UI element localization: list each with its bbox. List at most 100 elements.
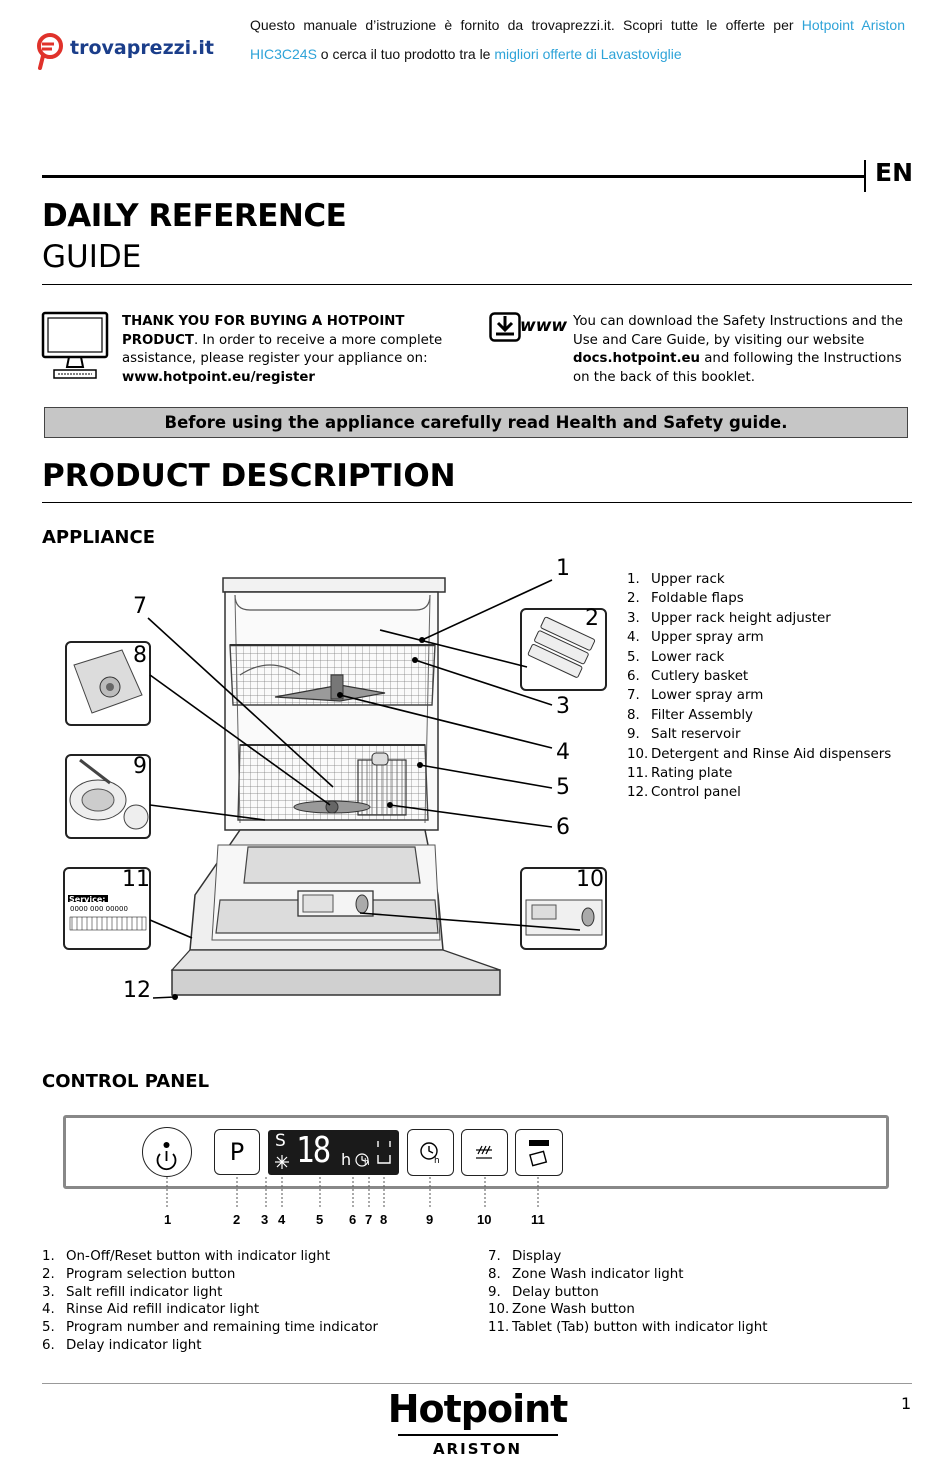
list-item: 5.Program number and remaining time indi… (42, 1320, 379, 1336)
control-panel-list-left: 1.On-Off/Reset button with indicator lig… (42, 1248, 462, 1355)
page-title: DAILY REFERENCE (42, 198, 347, 234)
zone-wash-button[interactable] (461, 1129, 508, 1176)
page-subtitle: GUIDE (42, 239, 142, 275)
language-label: EN (875, 158, 914, 187)
thank-you-bold: THANK YOU FOR BUYING A HOTPOINT PRODUCT (122, 314, 405, 348)
list-item: 6.Cutlery basket (627, 669, 749, 685)
brand-link[interactable]: Hotpoint Ariston (801, 17, 905, 33)
list-item: 11.Rating plate (627, 766, 733, 782)
zone-wash-icon (476, 1145, 492, 1159)
control-display: S 18 h h (268, 1130, 399, 1175)
hotpoint-logo-text: Hotpoint (387, 1387, 569, 1431)
register-link[interactable]: www.hotpoint.eu/register (122, 369, 315, 385)
callout-7: 7 (133, 594, 147, 619)
rinse-aid-indicator-icon (275, 1155, 289, 1169)
on-off-button[interactable] (142, 1127, 192, 1177)
cp-number-1: 1 (164, 1212, 172, 1227)
control-panel-list-right: 7.Display 8.Zone Wash indicator light 9.… (488, 1248, 908, 1337)
download-text: You can download the Safety Instructions… (573, 313, 913, 387)
tablet-indicator-light (529, 1140, 549, 1146)
barcode (69, 916, 147, 931)
dishwasher-diagram (63, 577, 607, 1000)
zone-wash-indicator-icon (377, 1141, 391, 1164)
tablet-button[interactable] (515, 1129, 563, 1176)
cp-number-10: 10 (477, 1212, 492, 1227)
list-item: 9.Salt reservoir (627, 727, 741, 743)
delay-unit: h (364, 1158, 370, 1168)
program-glyph: P (229, 1138, 245, 1166)
callout-5: 5 (556, 775, 570, 800)
page-number: 1 (901, 1394, 912, 1413)
monitor-icon (41, 311, 109, 379)
delay-icon: h (420, 1142, 440, 1166)
title-divider (42, 284, 912, 285)
list-item: 7.Lower spray arm (627, 688, 764, 704)
time-unit: h (341, 1150, 352, 1169)
trovaprezzi-pin-icon (37, 33, 63, 70)
list-item: 10.Detergent and Rinse Aid dispensers (627, 746, 892, 762)
program-time-digits: 18 (296, 1130, 331, 1171)
list-item: 1.Upper rack (627, 572, 725, 587)
list-item: 2.Foldable flaps (627, 591, 744, 607)
list-item: 9.Delay button (488, 1284, 599, 1300)
cp-number-11: 11 (531, 1212, 545, 1227)
cp-number-9: 9 (426, 1212, 434, 1227)
offers-link[interactable]: migliori offerte di Lavastoviglie (494, 46, 682, 62)
rating-plate-number: 0000 000 00000 (70, 905, 128, 913)
appliance-top (222, 577, 446, 593)
header-rule (42, 175, 865, 178)
list-item: 10.Zone Wash button (488, 1302, 635, 1318)
safety-notice: Before using the appliance carefully rea… (44, 407, 908, 438)
cp-number-5: 5 (316, 1212, 324, 1227)
callout-6: 6 (556, 815, 570, 840)
callout-2: 2 (585, 606, 599, 631)
model-link[interactable]: HIC3C24S (250, 46, 317, 62)
docs-link[interactable]: docs.hotpoint.eu (573, 351, 701, 366)
list-item: 3.Upper rack height adjuster (627, 610, 831, 626)
list-item: 8.Zone Wash indicator light (488, 1266, 684, 1282)
header-rule-tick (864, 160, 866, 192)
power-icon (156, 1142, 177, 1171)
delay-button[interactable]: h (407, 1129, 454, 1176)
list-item: 2.Program selection button (42, 1266, 236, 1282)
upper-spray-arm (274, 684, 386, 702)
list-item: 3.Salt refill indicator light (42, 1284, 223, 1300)
list-item: 1.On-Off/Reset button with indicator lig… (42, 1249, 331, 1264)
callout-10: 10 (576, 867, 604, 892)
download-text-1: You can download the Safety Instructions… (573, 314, 903, 348)
rating-plate-service-label: Service: (69, 895, 106, 904)
program-button[interactable]: P (214, 1129, 260, 1175)
control-panel-frame (63, 1115, 889, 1189)
callout-12: 12 (123, 978, 151, 1003)
callout-1: 1 (556, 556, 570, 581)
cp-number-8: 8 (380, 1212, 388, 1227)
thank-you-rest: . In order to receive a more complete as… (122, 332, 443, 367)
list-item: 12.Control panel (627, 785, 741, 801)
trovaprezzi-logo[interactable]: trovaprezzi.it (36, 30, 221, 70)
appliance-parts-list: 1.Upper rack 2.Foldable flaps 3.Upper ra… (627, 570, 927, 803)
download-icon: www (489, 312, 569, 344)
cp-number-4: 4 (278, 1212, 286, 1227)
www-icon-text: www (520, 316, 568, 336)
cp-number-7: 7 (365, 1212, 373, 1227)
trovaprezzi-logo-text: trovaprezzi.it (70, 37, 215, 59)
banner-line2: o cerca il tuo prodotto tra le (316, 46, 495, 62)
salt-indicator: S (275, 1131, 286, 1151)
delay-indicator-icon (355, 1153, 369, 1167)
callout-3: 3 (556, 694, 570, 719)
tablet-icon (529, 1150, 548, 1167)
list-item: 11.Tablet (Tab) button with indicator li… (488, 1320, 768, 1336)
appliance-heading: APPLIANCE (42, 527, 155, 548)
svg-text:h: h (434, 1156, 440, 1166)
list-item: 5.Lower rack (627, 649, 725, 665)
thank-you-text: THANK YOU FOR BUYING A HOTPOINT PRODUCT.… (122, 313, 472, 387)
callout-9: 9 (133, 754, 147, 779)
ariston-logo-text: ARISTON (432, 1440, 523, 1458)
banner-text: Questo manuale d’istruzione è fornito da… (250, 11, 905, 69)
list-item: 8.Filter Assembly (627, 707, 753, 723)
cp-number-6: 6 (349, 1212, 357, 1227)
cp-number-3: 3 (261, 1212, 269, 1227)
banner-line1: Questo manuale d’istruzione è fornito da… (250, 17, 802, 33)
list-item: 4.Rinse Aid refill indicator light (42, 1302, 260, 1318)
appliance-base (171, 969, 501, 996)
